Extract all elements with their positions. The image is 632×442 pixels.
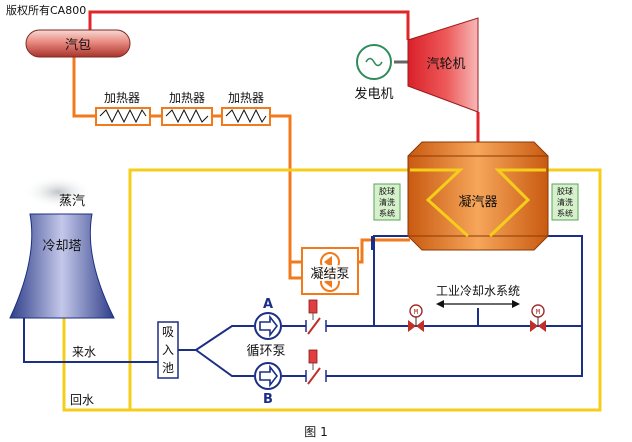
intake-pool-char1: 吸 [162,325,174,339]
check-valve-b [305,349,327,385]
cooling-tower-label: 冷却塔 [42,239,81,254]
ball-cleaning-right: 胶球 清洗 系统 [551,183,579,221]
cooling-water-line [62,168,602,412]
inflow-label: 来水 [72,345,96,359]
steam-cloud [24,176,92,208]
heater-2-label: 加热器 [169,91,205,105]
pump-b-label: B [263,392,273,407]
heater-3-label: 加热器 [228,91,264,105]
generator-label: 发电机 [354,86,393,102]
ball-cleaning-left-line2: 清洗 [379,197,395,207]
arrow-left-icon [436,300,444,308]
steam-drum: 汽包 [25,29,131,58]
ball-cleaning-right-line2: 清洗 [557,197,573,207]
sine-icon [365,57,383,67]
circulating-pump-b: B [254,362,282,407]
heater-1-label: 加热器 [104,91,140,105]
motor-valve-right-m: M [536,308,540,316]
cooling-tower: 蒸汽 冷却塔 [9,176,115,319]
ball-cleaning-left-line3: 系统 [379,208,395,218]
copyright-text: 版权所有CA800 [6,3,86,17]
motor-valve-left: M [408,304,424,332]
condenser: 凝汽器 [407,141,549,251]
condensate-pump-label: 凝结泵 [310,266,349,282]
pump-arrow-icon [259,364,279,388]
heater-3: 加热器 [221,91,271,126]
intake-pool-char3: 池 [162,361,174,375]
motor-valve-left-m: M [414,308,418,316]
intake-pool-char2: 入 [162,343,174,357]
steam-line [88,10,480,142]
ball-cleaning-right-line1: 胶球 [557,186,573,196]
heater-1: 加热器 [95,91,151,126]
turbine-label: 汽轮机 [426,57,465,72]
motor-valve-right: M [530,304,546,332]
steam-label: 蒸汽 [59,194,85,209]
condenser-label: 凝汽器 [458,194,497,210]
ball-cleaning-left-line1: 胶球 [379,186,395,196]
pump-arrow-icon [259,314,279,338]
check-valve-a [305,299,327,335]
condensate-pump: 凝结泵 [301,247,359,295]
industrial-cooling-system: 工业冷却水系统 [436,284,520,308]
industrial-cooling-label: 工业冷却水系统 [436,284,520,298]
intake-pool: 吸 入 池 [157,321,179,379]
arrow-right-icon [512,300,520,308]
ball-cleaning-left: 胶球 清洗 系统 [373,183,401,221]
heater-2: 加热器 [161,91,213,126]
generator: 发电机 [354,44,408,102]
pump-a-label: A [263,297,273,312]
return-label: 回水 [70,393,94,407]
steam-turbine: 汽轮机 [407,17,479,113]
figure-caption: 图 1 [304,425,327,439]
circulating-pump-label: 循环泵 [246,344,285,359]
ball-cleaning-right-line3: 系统 [557,208,573,218]
circulating-pump-a: A [254,297,282,340]
drum-label: 汽包 [65,38,91,53]
